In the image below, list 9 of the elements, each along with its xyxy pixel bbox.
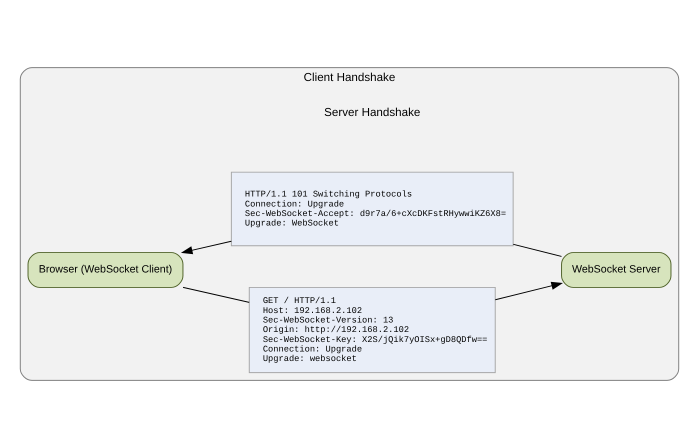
node-box: HTTP/1.1 101 Switching Protocols Connection: Upgrade Sec-WebSocket-Accept: d9r7a/6+cXcDKFstRHywwiKZ6X8= Upgrade: WebSocket bbox=[230, 172, 514, 246]
arrow bbox=[494, 282, 563, 300]
node-box: GET / HTTP/1.1 Host: 192.168.2.102 Sec-WebSocket-Version: 13 Origin: http://192.168.2.102 Sec-WebSocket-Key: X2S/jQik7yOISx+gD8QDfw== Connection: Upgrade Upgrade: websocket bbox=[248, 286, 496, 374]
label: Server Handshake bbox=[324, 106, 420, 120]
connector bbox=[182, 286, 250, 303]
connector bbox=[512, 244, 562, 257]
node-box: Browser (WebSocket Client) bbox=[28, 252, 184, 288]
node-box: WebSocket Server bbox=[561, 252, 672, 288]
arrow bbox=[180, 240, 232, 254]
